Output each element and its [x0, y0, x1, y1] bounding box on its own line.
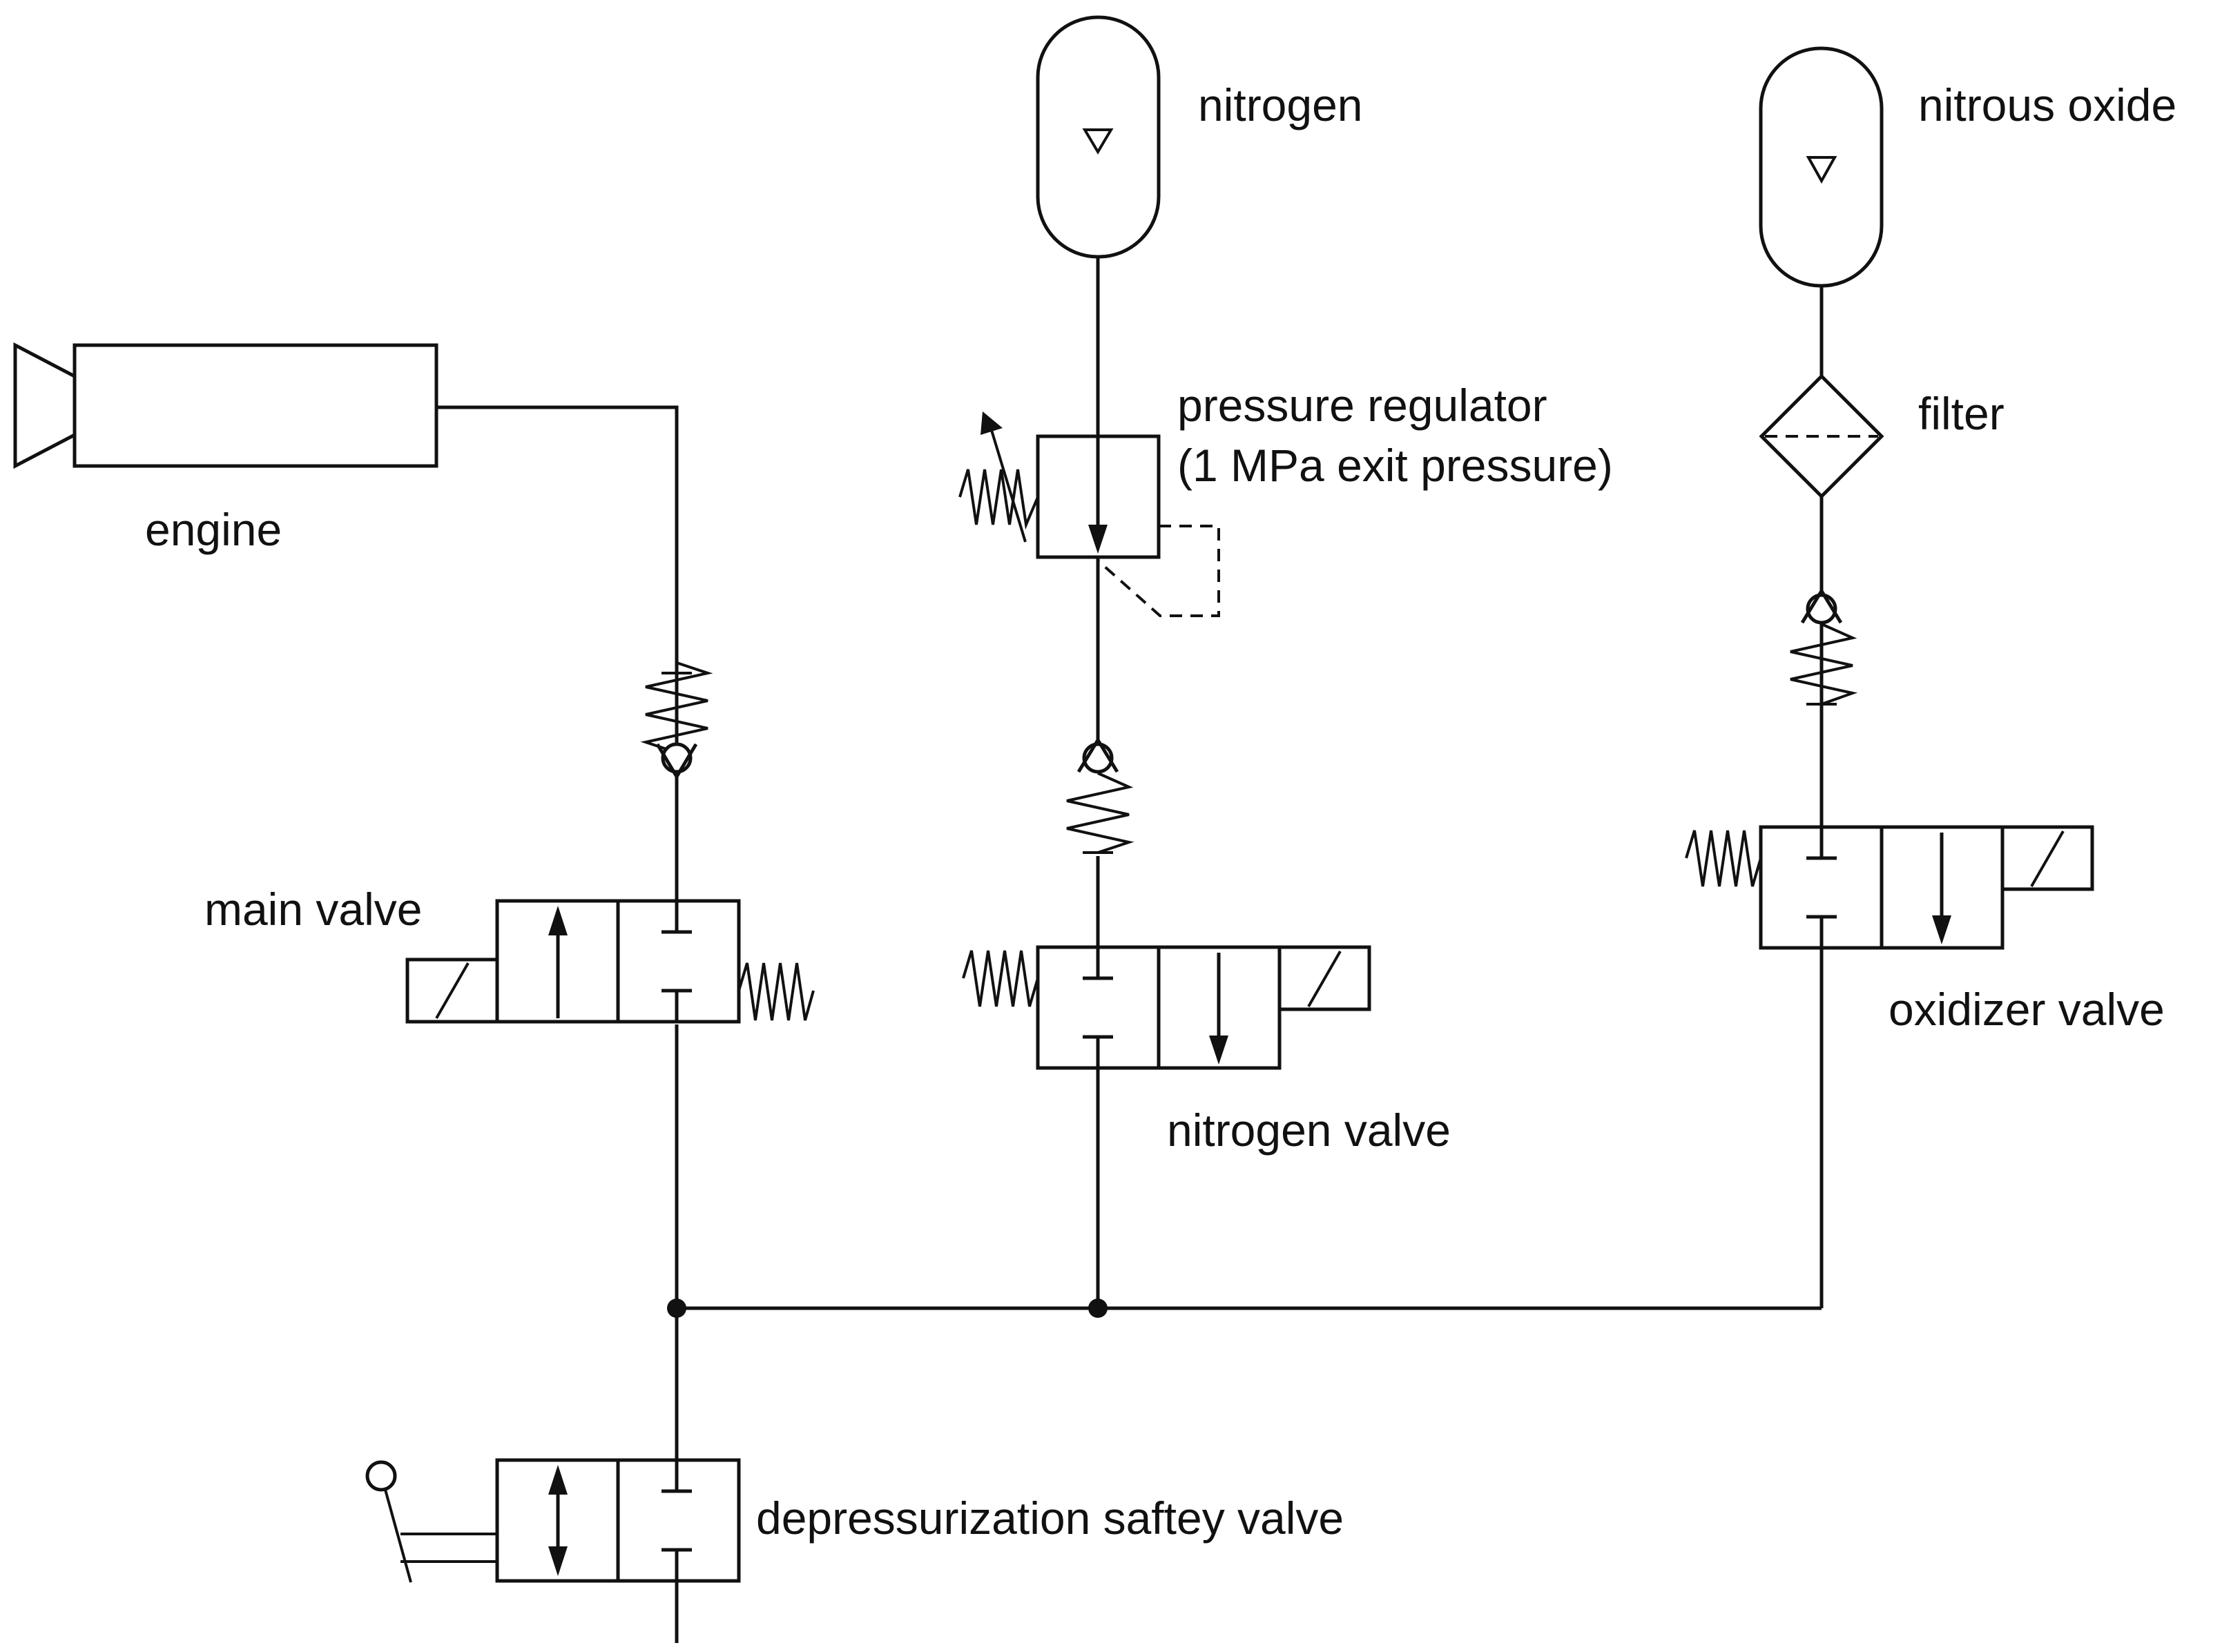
engine-feed-line: [436, 405, 679, 747]
engine-body: [73, 343, 438, 468]
nitrogen-valve-spring-icon: [962, 950, 1039, 1007]
depressurization-valve-label: depressurization saftey valve: [756, 1493, 1344, 1544]
nitrogen-valve-symbol: [962, 945, 1371, 1070]
filter-label: filter: [1918, 388, 2005, 439]
pressure-regulator-symbol: [958, 411, 1220, 617]
nitrogen-tank-body: [1036, 15, 1161, 259]
engine-symbol: [13, 342, 438, 469]
engine-label: engine: [145, 504, 282, 555]
pressure-regulator-label-line1: pressure regulator: [1177, 380, 1547, 431]
nitrous-tank-marker-icon: [1806, 156, 1837, 184]
nitrogen-check-valve-icon: [1066, 737, 1134, 854]
nitrous-tank-body: [1759, 46, 1884, 288]
oxidizer-valve-spring-icon: [1685, 830, 1762, 887]
safety-valve-symbol: [365, 1458, 741, 1583]
nitrous-oxide-label: nitrous oxide: [1918, 79, 2176, 130]
junction-dot-left: [667, 1299, 686, 1318]
main-valve-spring-icon: [737, 962, 815, 1021]
nitrogen-valve-label: nitrogen valve: [1167, 1105, 1451, 1156]
nitrogen-tank-symbol: [1036, 15, 1161, 259]
main-check-valve-icon: [640, 594, 713, 780]
main-valve-label: main valve: [204, 884, 422, 935]
manual-lever-icon: [365, 1460, 497, 1583]
nitrogen-label: nitrogen: [1198, 79, 1363, 130]
junction-dot-center: [1088, 1299, 1108, 1318]
regulator-pilot-line: [1097, 525, 1220, 617]
filter-body: [1759, 373, 1884, 499]
oxidizer-check-valve-icon: [1790, 587, 1858, 706]
oxidizer-valve-symbol: [1685, 825, 2094, 950]
nitrous-tank-symbol: [1759, 46, 1884, 288]
engine-nozzle: [13, 342, 77, 469]
filter-symbol: [1759, 373, 1884, 499]
pressure-regulator-label-line2: (1 MPa exit pressure): [1177, 440, 1613, 491]
nitrogen-tank-marker-icon: [1082, 128, 1114, 155]
oxidizer-valve-label: oxidizer valve: [1889, 984, 2165, 1035]
main-valve-symbol: [405, 899, 815, 1024]
regulator-spring-icon: [958, 469, 1039, 530]
